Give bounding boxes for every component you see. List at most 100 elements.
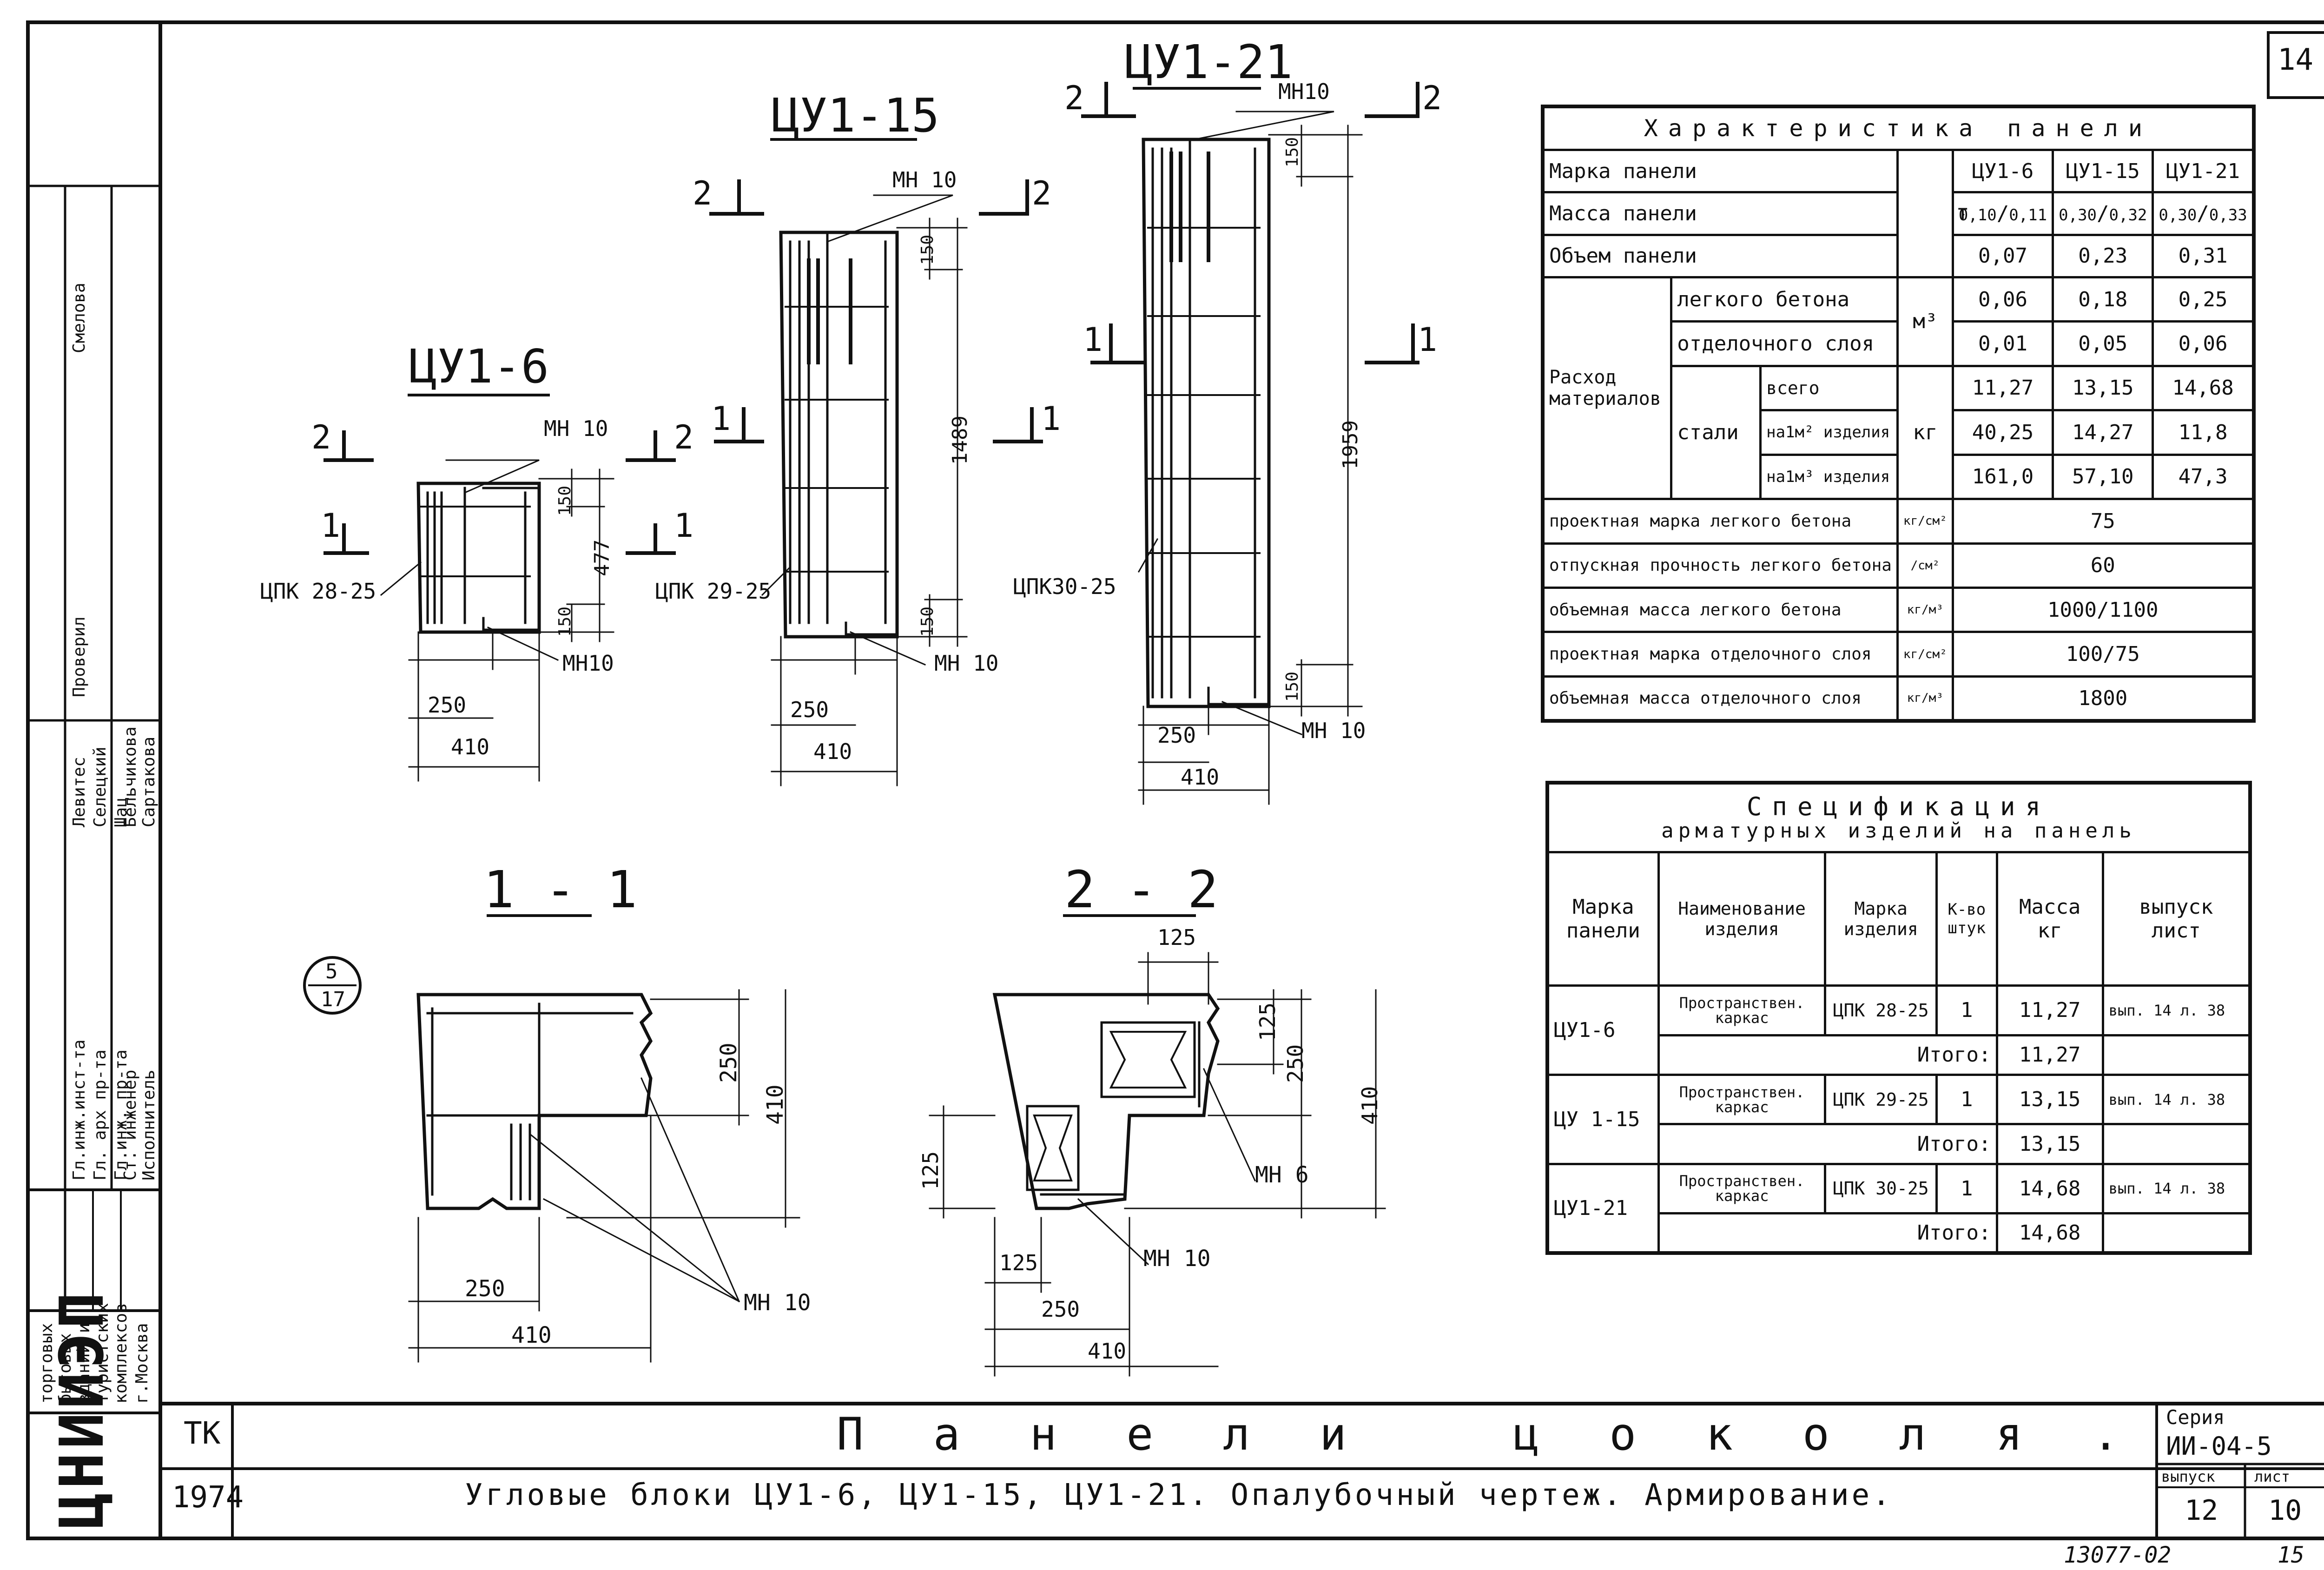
spec-total: 11,27 bbox=[1995, 1034, 2104, 1076]
unit: /см² bbox=[1896, 542, 1954, 589]
title-tk: ТК bbox=[184, 1415, 221, 1451]
section-mark: 2 bbox=[311, 418, 331, 456]
dim: 410 bbox=[762, 1084, 788, 1125]
dim: 410 bbox=[1088, 1339, 1127, 1364]
mesh-label: МН 10 bbox=[544, 416, 608, 441]
group-label: Расход материалов bbox=[1541, 276, 1673, 501]
unit: кг/см² bbox=[1896, 631, 1954, 678]
dim: 250 bbox=[1283, 1044, 1308, 1083]
spec-item: ЦПК 30-25 bbox=[1824, 1162, 1938, 1215]
org-line: туристских bbox=[93, 1303, 112, 1404]
spec-ref: вып. 14 л. 38 bbox=[2101, 984, 2251, 1036]
title-year: 1974 bbox=[172, 1480, 244, 1515]
cell: 161,0 bbox=[1951, 453, 2054, 501]
mesh-label: МН10 bbox=[1278, 79, 1330, 104]
unit: м³ bbox=[1896, 276, 1954, 367]
spec-mass: 14,68 bbox=[1995, 1162, 2104, 1215]
unit: кг/см² bbox=[1896, 498, 1954, 545]
cell: 14,68 bbox=[2152, 364, 2255, 412]
spec-title-2: арматурных изделий на панель bbox=[1661, 818, 2136, 843]
section-mark: 2 bbox=[1032, 174, 1052, 212]
cell: ЦУ1-15 bbox=[2052, 148, 2154, 194]
cell: 57,10 bbox=[2052, 453, 2154, 501]
row-label: Марка панели bbox=[1541, 148, 1899, 194]
dim: 410 bbox=[813, 739, 852, 764]
bottom-note: 13077-02 bbox=[2064, 1542, 2172, 1568]
dim: 125 bbox=[1255, 1002, 1280, 1041]
table-title: Спецификация арматурных изделий на панел… bbox=[1546, 781, 2251, 853]
spec-panel: ЦУ 1-15 bbox=[1546, 1073, 1660, 1165]
section-mark: 2 bbox=[693, 174, 713, 212]
col-header: Наименование изделия bbox=[1657, 851, 1827, 987]
stamp-name: Бельчикова bbox=[121, 726, 140, 827]
cell: 0,05 bbox=[2052, 320, 2154, 367]
section-mark: 2 bbox=[1064, 79, 1084, 117]
spec-name: Пространствен. каркас bbox=[1657, 1073, 1827, 1126]
dim: 150 bbox=[555, 485, 574, 516]
cell: 0,06 bbox=[1951, 276, 2054, 323]
stamp-role: Исполнитель bbox=[139, 1069, 158, 1181]
section-mark: 1 bbox=[1041, 400, 1061, 438]
spec-panel: ЦУ1-6 bbox=[1546, 984, 1660, 1076]
sheet-value: 10 bbox=[2268, 1494, 2302, 1527]
spec-title-1: Спецификация bbox=[1746, 792, 2051, 821]
spec-item: ЦПК 28-25 bbox=[1824, 984, 1938, 1036]
sheet-number: 14 bbox=[2278, 43, 2314, 77]
cell: 0,07 bbox=[1951, 233, 2054, 278]
mesh-label: МН 10 bbox=[892, 167, 957, 192]
mesh-label: МН 10 bbox=[744, 1290, 811, 1316]
spec-panel: ЦУ1-21 bbox=[1546, 1162, 1660, 1254]
section-title: 1 - 1 bbox=[483, 860, 638, 919]
prop-value: 1000/1100 bbox=[1951, 586, 2255, 633]
subtitle: Угловые блоки ЦУ1-6, ЦУ1-15, ЦУ1-21. Опа… bbox=[465, 1478, 1893, 1512]
dim: 125 bbox=[918, 1151, 943, 1190]
dim: 410 bbox=[511, 1322, 552, 1348]
row-label: Объем панели bbox=[1541, 233, 1899, 278]
cell: 0,10/0,11 bbox=[1951, 191, 2054, 236]
table-title: Характеристика панели bbox=[1541, 105, 2255, 151]
stamp-role: Гл.инж.инст-та bbox=[70, 1039, 89, 1181]
cell: 13,15 bbox=[2052, 364, 2154, 412]
col-header: К-во штук bbox=[1935, 851, 1998, 987]
main-title: Панели цоколя. bbox=[837, 1408, 2189, 1460]
cell: 11,27 bbox=[1951, 364, 2054, 412]
spec-total-label: Итого: bbox=[1657, 1212, 1998, 1254]
steel-label: стали bbox=[1670, 364, 1762, 501]
unit: кг bbox=[1896, 364, 1954, 501]
panel-title: ЦУ1-21 bbox=[1125, 35, 1293, 89]
org-line: бытовых bbox=[56, 1333, 75, 1404]
dim: 410 bbox=[1181, 765, 1220, 790]
dim: 250 bbox=[1041, 1297, 1080, 1322]
dim: 250 bbox=[465, 1276, 505, 1302]
dim: 150 bbox=[1283, 137, 1302, 167]
dim: 150 bbox=[555, 606, 574, 637]
cell: 0,06 bbox=[2152, 320, 2255, 367]
cell: 0,30/0,32 bbox=[2052, 191, 2154, 236]
mesh-label: МН 10 bbox=[1301, 718, 1366, 743]
ref-num: 5 bbox=[325, 960, 338, 983]
cell: 0,30/0,33 bbox=[2152, 191, 2255, 236]
spec-qty: 1 bbox=[1935, 984, 1998, 1036]
prop-value: 60 bbox=[1951, 542, 2255, 589]
spec-total-label: Итого: bbox=[1657, 1034, 1998, 1076]
stamp-role: Гл. арх пр-та bbox=[91, 1049, 110, 1181]
col-header: Марка панели bbox=[1546, 851, 1660, 987]
dim: 250 bbox=[428, 693, 467, 718]
prop-label: проектная марка легкого бетона bbox=[1541, 498, 1899, 545]
stamp-extra-name: Смелова bbox=[70, 283, 89, 353]
prop-label: объемная масса отделочного слоя bbox=[1541, 675, 1899, 722]
prop-value: 75 bbox=[1951, 498, 2255, 545]
ref-den: 17 bbox=[321, 988, 345, 1011]
series-value: ИИ-04-5 bbox=[2166, 1431, 2272, 1461]
cell: 14,27 bbox=[2052, 409, 2154, 456]
row-label: Масса панели bbox=[1541, 191, 1899, 236]
dim: 150 bbox=[918, 606, 937, 637]
col-header: выпуск лист bbox=[2101, 851, 2251, 987]
mesh-label: МН 10 bbox=[1143, 1246, 1211, 1272]
prop-label: отпускная прочность легкого бетона bbox=[1541, 542, 1899, 589]
row-label: всего bbox=[1759, 364, 1899, 412]
dim: 125 bbox=[999, 1250, 1038, 1275]
prop-value: 1800 bbox=[1951, 675, 2255, 722]
org-line: г.Москва bbox=[132, 1323, 152, 1404]
issue-value: 12 bbox=[2185, 1494, 2218, 1527]
